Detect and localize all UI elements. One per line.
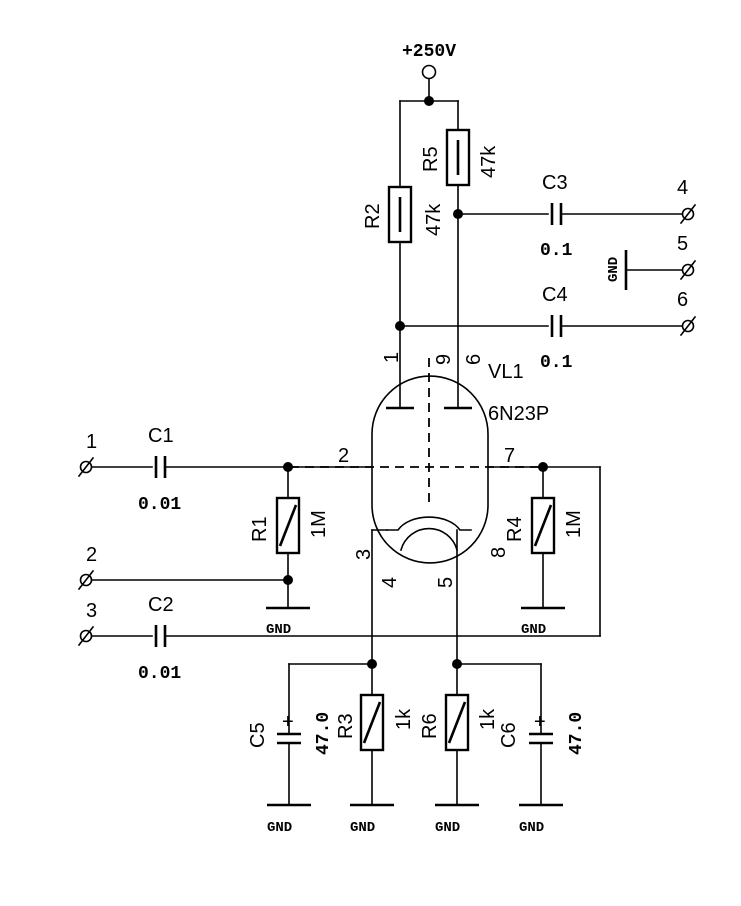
gnd-label: GND — [519, 820, 544, 836]
tube-heater — [400, 527, 458, 551]
tube-envelope — [371, 375, 489, 564]
terminal-slash — [77, 569, 95, 591]
c4-value: 0.1 — [540, 353, 573, 373]
c3-value: 0.1 — [540, 241, 573, 261]
gnd-label: GND — [267, 820, 292, 836]
c2-value: 0.01 — [138, 664, 181, 684]
resistor-slash — [278, 504, 298, 547]
c6-plus: + — [534, 711, 546, 733]
c5-value: 47.0 — [314, 712, 334, 755]
c5-label: C5 — [247, 722, 269, 748]
terminal-5 — [681, 263, 695, 277]
r1-value: 1M — [308, 510, 330, 538]
r5-label: R5 — [420, 146, 442, 172]
terminal-slash — [679, 203, 697, 225]
pin-5: 5 — [435, 577, 457, 588]
c5-plus: + — [282, 711, 294, 733]
terminal-4 — [681, 207, 695, 221]
c4-label: C4 — [542, 284, 568, 306]
terminal-6-label: 6 — [677, 289, 688, 311]
r1-label: R1 — [249, 516, 271, 542]
gnd-label: GND — [266, 622, 291, 638]
pin-4: 4 — [379, 577, 401, 588]
pin-8: 8 — [488, 547, 510, 558]
r6-value: 1k — [477, 708, 499, 730]
terminal-4-label: 4 — [677, 177, 688, 199]
gnd-label: GND — [606, 257, 622, 282]
resistor-slash — [447, 701, 467, 744]
terminal-2-label: 2 — [86, 544, 97, 566]
c1-label: C1 — [148, 425, 174, 447]
terminal-3-label: 3 — [86, 600, 97, 622]
r5-value: 47k — [478, 145, 500, 178]
r3-value: 1k — [393, 708, 415, 730]
tube-designator: VL1 — [488, 361, 524, 383]
gnd-label: GND — [435, 820, 460, 836]
pin-9: 9 — [433, 354, 455, 365]
r4-value: 1M — [563, 510, 585, 538]
r3-label: R3 — [335, 713, 357, 739]
pin-7: 7 — [504, 445, 515, 467]
pin-1: 1 — [381, 352, 403, 363]
c6-value: 47.0 — [567, 712, 587, 755]
supply-label: +250V — [402, 42, 456, 62]
terminal-6 — [681, 319, 695, 333]
resistor-slash — [362, 701, 382, 744]
c1-value: 0.01 — [138, 495, 181, 515]
terminal-slash — [679, 259, 697, 281]
pin-6: 6 — [463, 354, 485, 365]
pin-3: 3 — [353, 549, 375, 560]
c6-label: C6 — [498, 722, 520, 748]
terminal-1-label: 1 — [86, 431, 97, 453]
tube-part: 6N23P — [488, 403, 549, 425]
terminal-5-label: 5 — [677, 233, 688, 255]
c3-label: C3 — [542, 172, 568, 194]
supply-terminal — [421, 64, 437, 80]
tube-cathode — [386, 516, 472, 531]
r6-label: R6 — [419, 713, 441, 739]
r2-value: 47k — [423, 203, 445, 236]
gnd-label: GND — [350, 820, 375, 836]
pin-2: 2 — [338, 445, 349, 467]
gnd-label: GND — [521, 622, 546, 638]
terminal-slash — [77, 456, 95, 478]
terminal-slash — [77, 625, 95, 647]
r2-label: R2 — [362, 203, 384, 229]
c2-label: C2 — [148, 594, 174, 616]
r4-label: R4 — [504, 516, 526, 542]
resistor-slash — [533, 504, 553, 547]
terminal-slash — [679, 315, 697, 337]
